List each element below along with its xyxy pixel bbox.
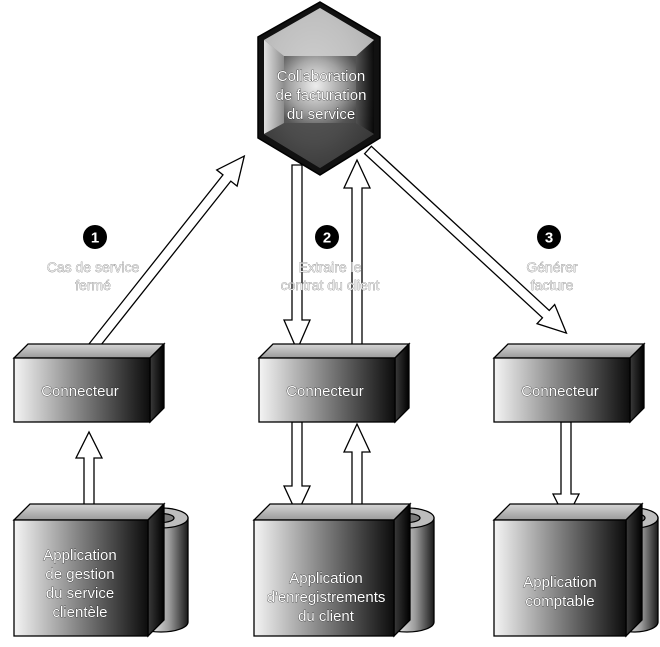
arrow-connector2-to-hub xyxy=(342,158,372,351)
hub-label-line2: de facturation xyxy=(276,87,367,104)
application-1-label-line1: Application xyxy=(43,547,116,564)
step-1-label-line2: fermé xyxy=(75,277,111,293)
application-1-label-line2: de gestion xyxy=(45,566,114,583)
step-3-label-line1: Générer xyxy=(526,259,578,275)
arrow-hub-to-connector3 xyxy=(363,145,568,335)
application-3-label-line1: Application xyxy=(523,574,596,591)
connector-3-label: Connecteur xyxy=(521,383,599,400)
step-2-badge xyxy=(315,225,339,249)
arrow-app2-to-connector2 xyxy=(342,422,372,517)
hub-label-line3: du service xyxy=(287,106,355,123)
step-3-number: 3 xyxy=(545,230,553,247)
arrows xyxy=(74,145,581,522)
step-2-label-line2: contrat du client xyxy=(281,277,380,293)
step-3-label-line2: facture xyxy=(531,277,574,293)
application-2-label-line3: du client xyxy=(298,608,355,625)
step-1-number: 1 xyxy=(91,230,99,247)
arrow-connector1-to-hub xyxy=(84,154,246,357)
step-2-label-line1: Extraire le xyxy=(298,259,361,275)
application-1: Application de gestion du service client… xyxy=(12,502,189,638)
hub-collaboration: Collaboration de facturation du service xyxy=(257,1,381,176)
connector-3: Connecteur xyxy=(492,342,646,424)
application-3: Application comptable xyxy=(492,502,659,638)
connector-2: Connecteur xyxy=(257,342,411,424)
application-2-label-line1: Application xyxy=(289,570,362,587)
arrow-hub-to-connector2 xyxy=(283,164,311,352)
connector-1-label: Connecteur xyxy=(41,383,119,400)
step-1-badge xyxy=(83,225,107,249)
step-2-number: 2 xyxy=(323,230,331,247)
step-3: 3 Générer facture xyxy=(526,225,578,293)
step-3-badge xyxy=(537,225,561,249)
connector-1: Connecteur xyxy=(12,342,166,424)
hub-label-line1: Collaboration xyxy=(277,68,365,85)
arrow-connector2-to-app2 xyxy=(282,421,312,516)
application-1-label-line4: clientèle xyxy=(52,604,107,621)
step-2: 2 Extraire le contrat du client xyxy=(280,225,380,293)
step-1-label-line1: Cas de service xyxy=(47,259,140,275)
application-2-label-line2: d'enregistrements xyxy=(267,589,386,606)
application-1-label-line3: du service xyxy=(46,585,114,602)
application-3-label-line2: comptable xyxy=(525,593,594,610)
application-2: Application d'enregistrements du client xyxy=(252,502,435,638)
step-1: 1 Cas de service fermé xyxy=(46,225,140,293)
connector-2-label: Connecteur xyxy=(286,383,364,400)
